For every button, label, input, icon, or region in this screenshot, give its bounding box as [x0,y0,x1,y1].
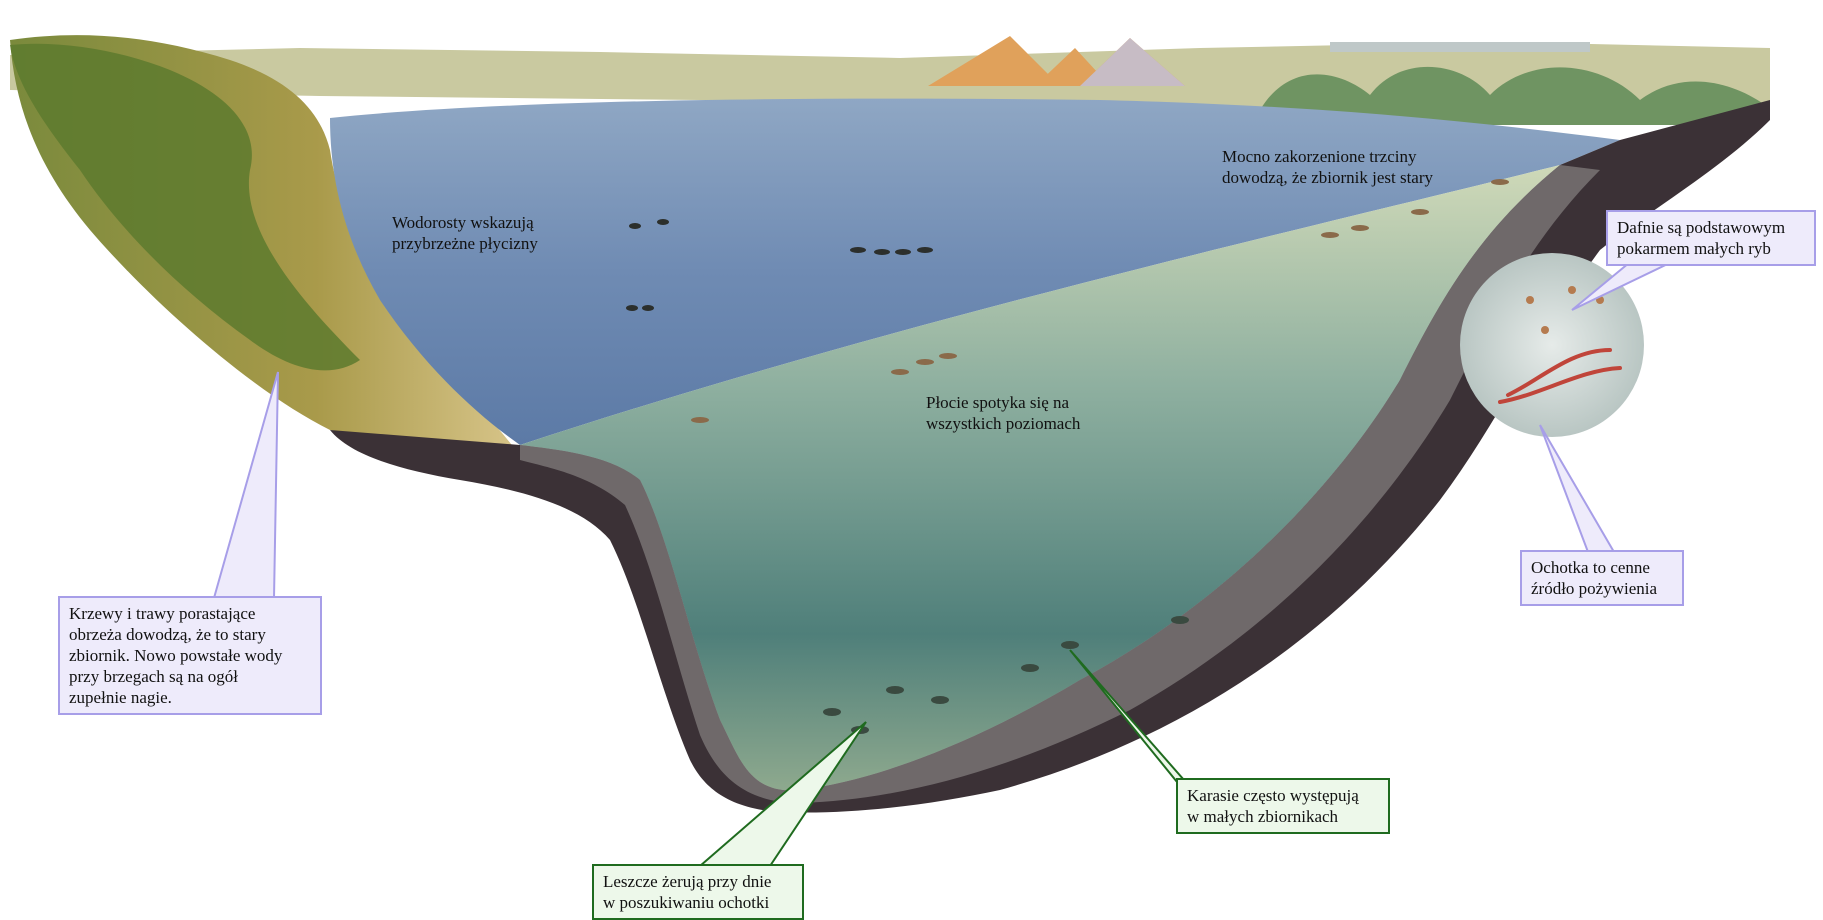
crucian-callout: Karasie często występują w małych zbiorn… [1176,778,1390,834]
bream-callout: Leszcze żerują przy dnie w poszukiwaniu … [592,864,804,920]
bridge [1330,42,1590,52]
daphnia-callout: Dafnie są podstawowym pokarmem małych ry… [1606,210,1816,266]
shrubs-callout: Krzewy i trawy porastające obrzeża dowod… [58,596,322,715]
reeds-label: Mocno zakorzenione trzciny dowodzą, że z… [1222,146,1433,188]
algae-label: Wodorosty wskazują przybrzeżne płycizny [392,212,538,254]
roach-label: Płocie spotyka się na wszystkich pozioma… [926,392,1080,434]
bloodworm-callout: Ochotka to cenne źródło pożywienia [1520,550,1684,606]
